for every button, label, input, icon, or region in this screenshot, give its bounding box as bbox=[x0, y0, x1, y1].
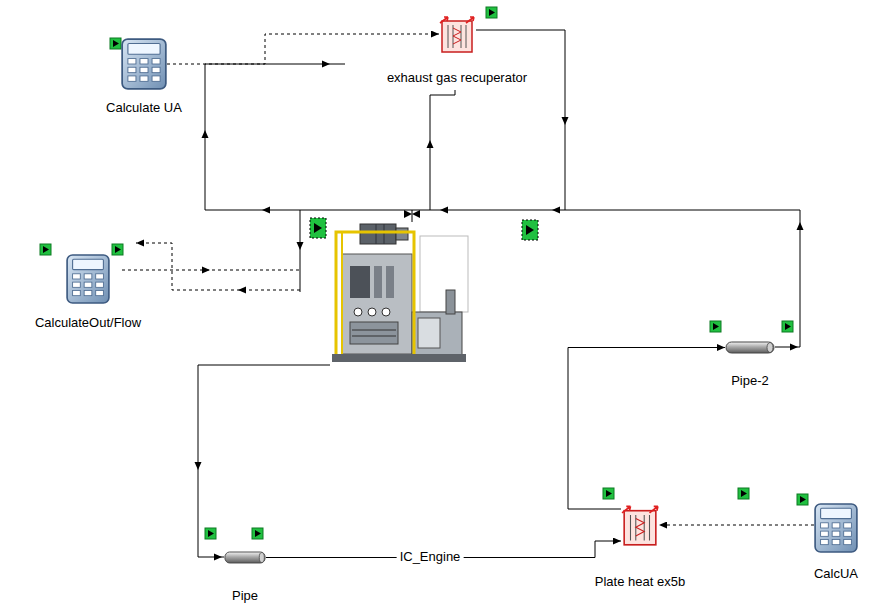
component-block: Pipe-2 bbox=[725, 341, 775, 389]
component-label: Plate heat ex5b bbox=[595, 574, 685, 590]
fluid-line bbox=[198, 30, 800, 557]
control-connector bbox=[659, 525, 814, 526]
calc-icon bbox=[814, 503, 858, 553]
component-label: Calculate UA bbox=[106, 100, 182, 116]
component-block: exhaust gas recuperator bbox=[387, 14, 527, 86]
calc-icon bbox=[121, 38, 167, 90]
fluid-connector bbox=[568, 348, 725, 510]
engine-illustration bbox=[332, 210, 468, 362]
control-line bbox=[122, 243, 300, 290]
component-block: CalcUA bbox=[814, 503, 858, 582]
hx-symbol bbox=[439, 14, 475, 54]
hx-icon bbox=[439, 14, 475, 54]
component-label: CalcUA bbox=[814, 566, 858, 582]
component-block: CalculateOut/Flow bbox=[35, 254, 141, 331]
flow-arrow bbox=[136, 61, 804, 561]
component-label: Pipe bbox=[232, 588, 258, 604]
calc-symbol bbox=[66, 254, 110, 304]
component-block: Plate heat ex5b bbox=[595, 503, 685, 590]
component-label: exhaust gas recuperator bbox=[387, 70, 527, 86]
port-marker bbox=[40, 7, 808, 539]
calc-icon bbox=[66, 254, 110, 304]
pipe-symbol bbox=[224, 551, 266, 564]
calc-symbol bbox=[121, 38, 167, 90]
component-block: Pipe bbox=[224, 551, 266, 604]
connection-label: IC_Engine bbox=[397, 549, 464, 565]
component-block: Calculate UA bbox=[106, 38, 182, 116]
pipe-icon bbox=[725, 341, 775, 354]
component-label: Pipe-2 bbox=[731, 373, 769, 389]
hx-icon bbox=[621, 503, 659, 547]
pipe-icon bbox=[224, 551, 266, 564]
control-connector bbox=[167, 34, 439, 64]
pipe-symbol bbox=[725, 341, 775, 354]
component-label: CalculateOut/Flow bbox=[35, 315, 141, 331]
hx-symbol bbox=[621, 503, 659, 547]
calc-symbol bbox=[814, 503, 858, 553]
